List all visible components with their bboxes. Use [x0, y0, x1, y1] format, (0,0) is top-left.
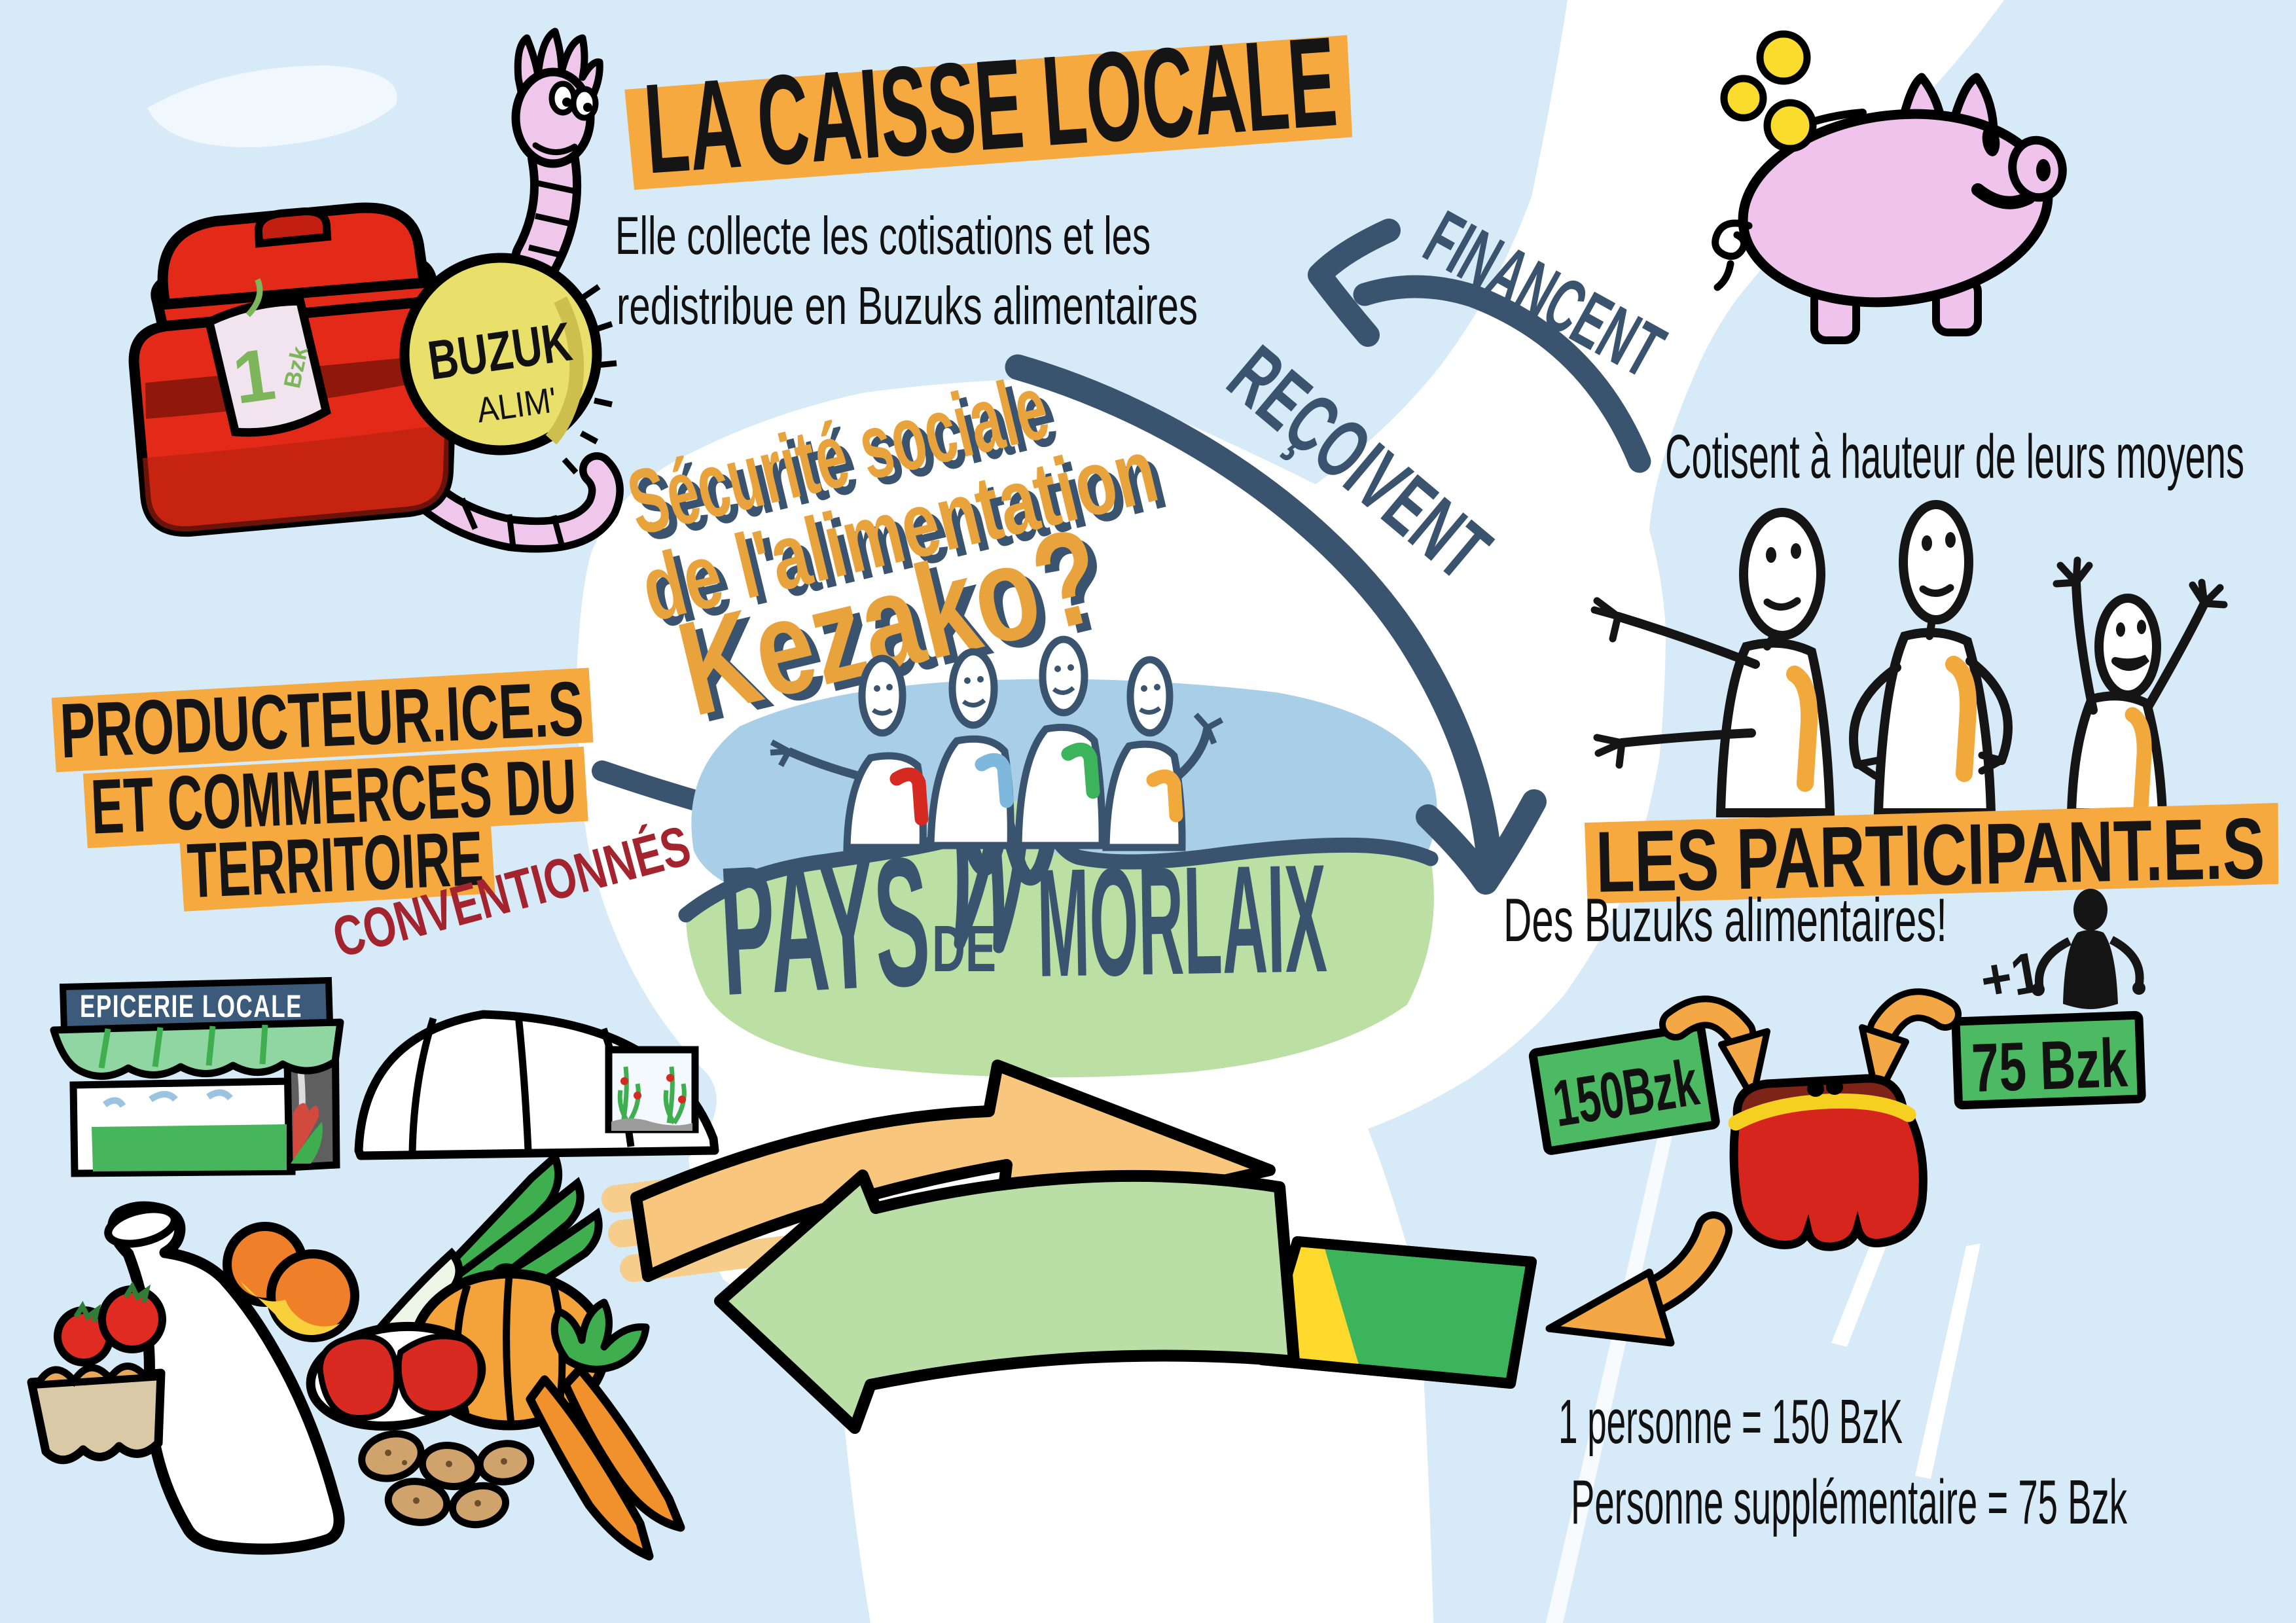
- svg-text:DE: DE: [932, 912, 996, 986]
- svg-text:ET COMMERCES DU: ET COMMERCES DU: [89, 743, 578, 850]
- svg-text:1 personne = 150 BzK: 1 personne = 150 BzK: [1558, 1387, 1903, 1457]
- svg-text:redistribue en Buzuks alimenta: redistribue en Buzuks alimentaires: [617, 276, 1198, 336]
- svg-text:LES PARTICIPANT.E.S: LES PARTICIPANT.E.S: [1595, 800, 2266, 910]
- svg-text:75 Bzk: 75 Bzk: [1971, 1025, 2129, 1107]
- svg-text:MORLAIX: MORLAIX: [1036, 832, 1329, 1009]
- svg-text:Des Buzuks alimentaires!: Des Buzuks alimentaires!: [1503, 885, 1947, 954]
- svg-text:Cotisent à hauteur de leurs mo: Cotisent à hauteur de leurs moyens: [1665, 422, 2244, 491]
- svg-text:TERRITOIRE: TERRITOIRE: [186, 815, 485, 915]
- svg-text:PAYS: PAYS: [715, 819, 934, 1034]
- svg-text:+1: +1: [1975, 939, 2046, 1013]
- svg-text:Personne supplémentaire = 75 B: Personne supplémentaire = 75 Bzk: [1571, 1467, 2128, 1537]
- svg-text:Elle collecte les cotisations: Elle collecte les cotisations et les: [615, 206, 1151, 266]
- svg-text:EPICERIE LOCALE: EPICERIE LOCALE: [80, 990, 302, 1024]
